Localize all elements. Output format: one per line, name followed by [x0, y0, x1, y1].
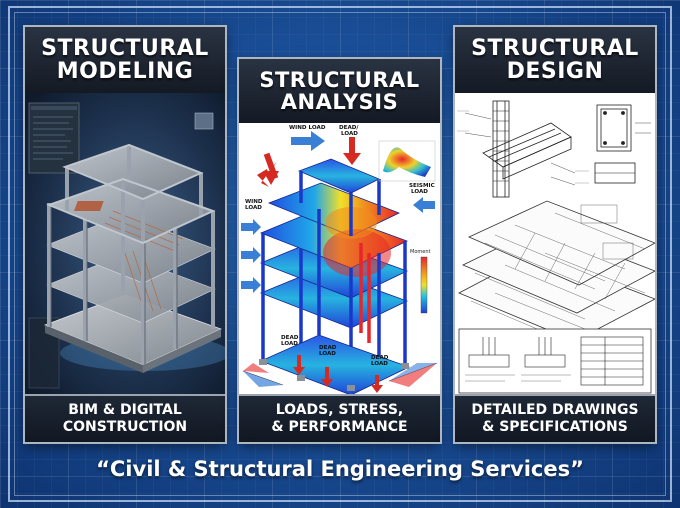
- panel-caption-line1: Loads, Stress,: [275, 402, 404, 419]
- label-dead-load-b3-2: LOAD: [371, 361, 388, 367]
- label-dead-load-top-1: DEAD/: [339, 125, 359, 131]
- panel-title-line2: Analysis: [280, 90, 399, 114]
- panel-title: Structural Design: [455, 27, 655, 93]
- inner-frame: [14, 12, 666, 496]
- bending-moment-diagrams: [242, 362, 438, 387]
- label-dead-load-b2-1: DEAD: [319, 345, 337, 351]
- panel-caption: Loads, Stress, & Performance: [239, 394, 440, 442]
- services-tagline: “Civil & Structural Engineering Services…: [96, 457, 584, 481]
- label-seismic-load-2: LOAD: [411, 189, 428, 195]
- label-dead-load-top-2: LOAD: [341, 131, 358, 137]
- moment-surface-plot: [378, 140, 436, 182]
- moment-label: Moment: [410, 249, 430, 255]
- bim-model-render: [25, 93, 225, 395]
- label-dead-load-b1-2: LOAD: [281, 341, 298, 347]
- bim-model-illustration: [25, 93, 225, 395]
- label-dead-load-b1-1: DEAD: [281, 335, 299, 341]
- label-wind-load-top: WIND LOAD: [289, 125, 326, 131]
- panel-title-line1: Structural: [471, 35, 639, 61]
- stress-analysis-illustration: Moment WIND LOAD DEAD/ LOAD WIND LOAD: [241, 125, 438, 394]
- construction-drawings-illustration: [455, 93, 655, 395]
- label-seismic-load-1: SEISMIC: [409, 183, 435, 189]
- panel-title-line1: Structural: [259, 67, 420, 92]
- panel-title: Structural Analysis: [239, 59, 440, 123]
- panel-structural-analysis: Structural Analysis: [239, 59, 440, 442]
- panel-caption-line1: Detailed Drawings: [471, 402, 639, 419]
- panel-caption-line2: & Performance: [271, 419, 408, 435]
- label-dead-load-b3-1: DEAD: [371, 355, 389, 361]
- panel-caption: Detailed Drawings & Specifications: [455, 394, 655, 442]
- panel-title: Structural Modeling: [25, 27, 225, 93]
- panel-caption-line2: & Specifications: [482, 419, 628, 435]
- label-wind-load-left-1: WIND: [245, 199, 263, 205]
- load-arrows: [241, 131, 435, 393]
- panel-title-line1: Structural: [41, 35, 209, 61]
- drawing-sheets-render: [455, 93, 655, 395]
- panel-caption-line2: Construction: [62, 419, 188, 435]
- label-dead-load-b2-2: LOAD: [319, 351, 336, 357]
- fea-stress-render: Moment WIND LOAD DEAD/ LOAD WIND LOAD: [239, 123, 440, 394]
- panel-structural-design: Structural Design: [455, 27, 655, 442]
- outer-frame: [8, 6, 672, 502]
- panel-caption: BIM & Digital Construction: [25, 394, 225, 442]
- label-wind-load-left-2: LOAD: [245, 205, 262, 211]
- panel-title-line2: Design: [506, 59, 604, 84]
- panel-structural-modeling: Structural Modeling: [25, 27, 225, 442]
- panel-caption-line1: BIM & Digital: [68, 402, 182, 419]
- panel-title-line2: Modeling: [56, 59, 194, 84]
- stress-legend-bar: [420, 256, 428, 314]
